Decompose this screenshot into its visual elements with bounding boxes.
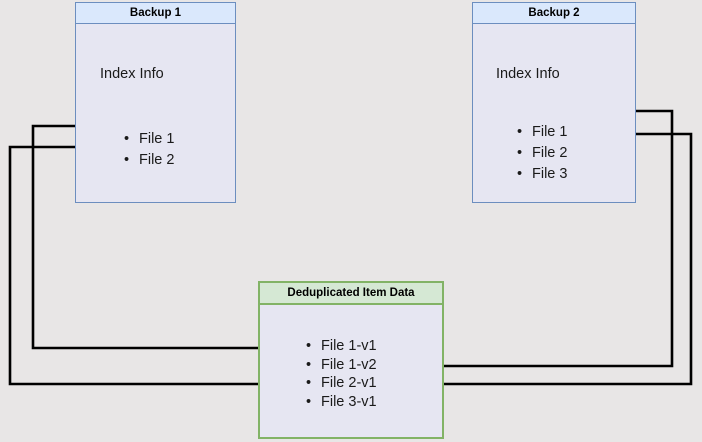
edge-backup1-file2 [8, 145, 301, 389]
backup1-file-list: File 1 File 2 [124, 129, 174, 171]
list-item: File 3 [517, 164, 567, 185]
list-item: File 1 [517, 122, 567, 143]
list-item: File 1-v2 [306, 356, 377, 375]
node-backup2-header: Backup 2 [473, 3, 635, 24]
list-item: File 1-v1 [306, 337, 377, 356]
list-item: File 3-v1 [306, 393, 377, 412]
node-backup2-body: Index Info File 1 File 2 File 3 [473, 24, 635, 202]
node-backup1[interactable]: Backup 1 Index Info File 1 File 2 [75, 2, 236, 203]
list-item: File 2-v1 [306, 374, 377, 393]
node-backup2-title: Index Info [496, 66, 560, 82]
node-dedup-header: Deduplicated Item Data [260, 283, 442, 305]
node-dedup-body: File 1-v1 File 1-v2 File 2-v1 File 3-v1 [260, 305, 442, 435]
node-backup1-title: Index Info [100, 66, 164, 82]
list-item: File 2 [124, 150, 174, 171]
list-item: File 1 [124, 129, 174, 150]
node-deduplicated-item-data[interactable]: Deduplicated Item Data File 1-v1 File 1-… [258, 281, 444, 439]
list-item: File 2 [517, 143, 567, 164]
node-backup1-header: Backup 1 [76, 3, 235, 24]
node-backup1-body: Index Info File 1 File 2 [76, 24, 235, 202]
edge-backup2-file2 [394, 132, 693, 389]
node-backup2[interactable]: Backup 2 Index Info File 1 File 2 File 3 [472, 2, 636, 203]
dedup-file-list: File 1-v1 File 1-v2 File 2-v1 File 3-v1 [306, 337, 377, 411]
backup2-file-list: File 1 File 2 File 3 [517, 122, 567, 185]
